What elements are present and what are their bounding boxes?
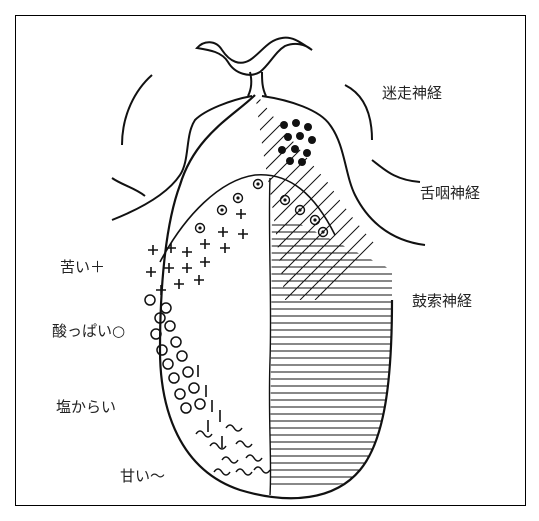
root-dot-cluster xyxy=(278,119,316,166)
left-bracket-lower xyxy=(112,178,145,196)
label-sour: 酸っぱい○ xyxy=(52,320,125,341)
tongue-outline xyxy=(160,95,392,498)
label-chorda-tympani: 鼓索神経 xyxy=(412,290,472,311)
stem-right xyxy=(262,72,266,96)
left-bracket-upper xyxy=(122,75,152,145)
front-hatching xyxy=(270,225,395,491)
sour-circle-markers xyxy=(145,295,205,413)
epiglottis-outline xyxy=(197,38,312,75)
right-bracket-upper xyxy=(345,85,372,140)
circled-dot-markers xyxy=(196,180,328,237)
label-glossopharyngeal-nerve: 舌咽神経 xyxy=(420,182,480,203)
right-bracket-lower xyxy=(372,160,420,182)
label-salty: 塩からい xyxy=(56,396,116,417)
label-vagus-nerve: 迷走神経 xyxy=(382,82,442,103)
label-bitter: 苦い＋ xyxy=(60,256,105,277)
midline xyxy=(269,178,270,495)
label-sweet: 甘い〜 xyxy=(120,465,165,486)
sweet-wave-markers xyxy=(196,425,270,475)
pharynx-right-outline xyxy=(262,96,425,245)
